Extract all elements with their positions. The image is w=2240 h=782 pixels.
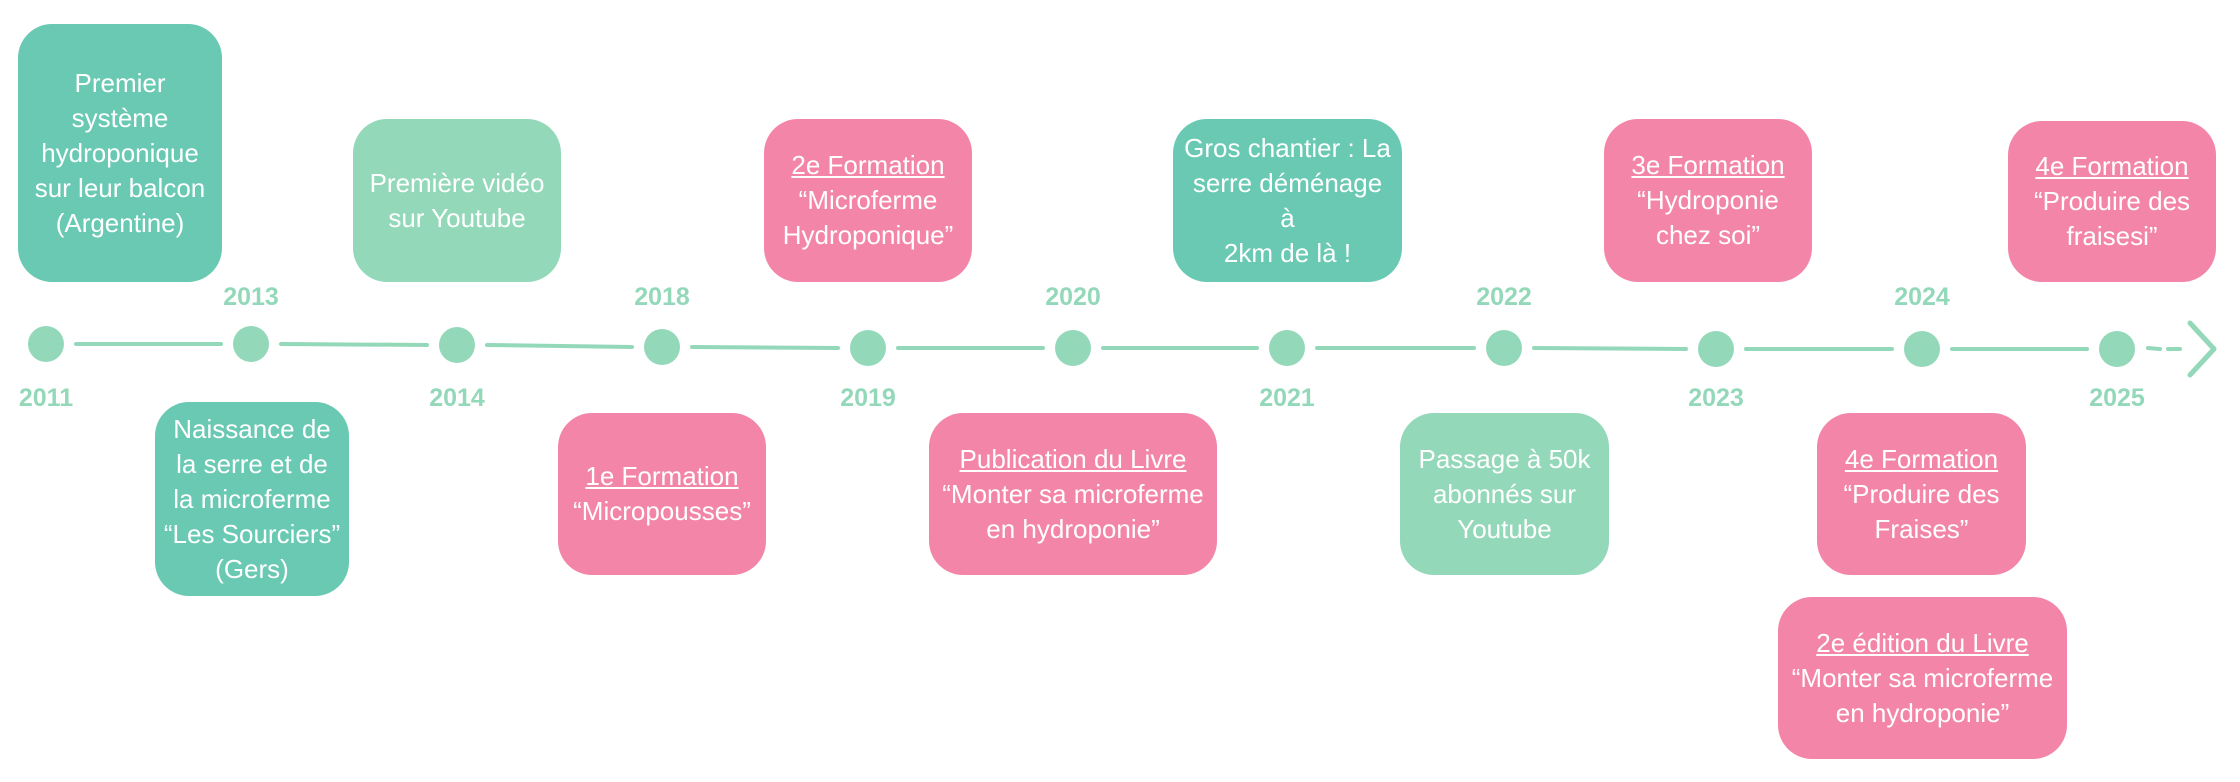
event-text: Hydroponique”: [782, 220, 954, 250]
timeline-node: [2099, 331, 2135, 367]
event-text: Passage à 50k: [1418, 443, 1591, 474]
event-text: chez soi”: [1655, 220, 1761, 250]
year-label: 2025: [2089, 384, 2145, 412]
year-label: 2024: [1894, 283, 1950, 311]
event-text: sur Youtube: [388, 202, 526, 233]
timeline-node: [1904, 331, 1940, 367]
year-label: 2013: [223, 283, 279, 311]
event-title: Publication du Livre: [959, 443, 1187, 474]
event-text: la serre et de: [176, 448, 328, 479]
arrow-head-icon: [2187, 320, 2217, 378]
event-text: “Produire des: [2033, 186, 2191, 216]
event-text: Première vidéo: [369, 167, 545, 198]
timeline-node: [1698, 331, 1734, 367]
timeline-segment: [485, 343, 634, 349]
event-text: sur leur balcon: [34, 172, 206, 203]
event-text: (Gers): [215, 553, 289, 584]
event-text: 2km de là !: [1223, 237, 1352, 268]
event-title: 4e Formation: [1844, 443, 1999, 474]
event-text: “Micropousses”: [573, 496, 751, 526]
year-label: 2022: [1476, 283, 1532, 311]
event-card-3e-formation: 3e Formation “Hydroponie chez soi”: [1604, 119, 1812, 282]
timeline-node: [439, 327, 475, 363]
event-title: 3e Formation: [1631, 150, 1785, 180]
timeline-segment: [279, 342, 429, 347]
event-card-passage-50k: Passage à 50k abonnés sur Youtube: [1400, 413, 1609, 575]
event-card-premier-systeme: Premier système hydroponique sur leur ba…: [18, 24, 222, 282]
event-title: 1e Formation: [585, 461, 739, 491]
event-card-2e-formation: 2e Formation “Microferme Hydroponique”: [764, 119, 972, 282]
event-text: en hydroponie”: [986, 513, 1160, 544]
timeline-node: [1486, 330, 1522, 366]
event-title: 2e Formation: [791, 150, 945, 180]
timeline-segment: [690, 345, 840, 350]
timeline-node: [28, 326, 64, 362]
timeline-node: [644, 329, 680, 365]
timeline-nodes: [28, 326, 2135, 367]
timeline-segment: [1532, 346, 1688, 351]
event-card-1e-formation: 1e Formation “Micropousses”: [558, 413, 766, 575]
event-card-gros-chantier: Gros chantier : La serre déménage à 2km …: [1173, 119, 1402, 282]
year-label: 2020: [1045, 283, 1101, 311]
event-title: 4e Formation: [2035, 151, 2189, 181]
year-label: 2019: [840, 384, 896, 412]
event-text: hydroponique: [41, 137, 199, 168]
event-text: Naissance de: [173, 413, 331, 444]
event-text: Fraises”: [1874, 513, 1969, 544]
event-card-4e-formation-top: 4e Formation “Produire des fraisesi”: [2008, 121, 2216, 282]
event-text: “Monter sa microferme: [942, 478, 1204, 509]
event-text: Youtube: [1457, 513, 1552, 544]
timeline-dash: [2146, 346, 2162, 351]
event-text: abonnés sur: [1432, 478, 1577, 509]
timeline-node: [233, 326, 269, 362]
year-label: 2023: [1688, 384, 1744, 412]
event-text: système: [71, 102, 169, 133]
timeline-segments: [74, 342, 2089, 351]
event-card-naissance-serre: Naissance de la serre et de la microferm…: [155, 402, 349, 596]
timeline-node: [1269, 330, 1305, 366]
event-text: “Les Sourciers”: [163, 518, 341, 549]
year-label: 2021: [1259, 384, 1315, 412]
event-text: Premier: [74, 67, 166, 98]
event-card-publication-livre: Publication du Livre “Monter sa microfer…: [929, 413, 1217, 575]
event-text: fraisesi”: [2066, 221, 2158, 251]
event-text: la microferme: [173, 483, 331, 514]
event-text: “Monter sa microferme: [1791, 662, 2054, 693]
event-text: “Hydroponie: [1637, 185, 1779, 215]
year-label: 2018: [634, 283, 690, 311]
event-card-premiere-video: Première vidéo sur Youtube: [353, 119, 561, 282]
event-title: 2e édition du Livre: [1816, 627, 2029, 658]
event-text: (Argentine): [55, 207, 185, 238]
timeline-node: [850, 330, 886, 366]
timeline-node: [1055, 330, 1091, 366]
event-text: Gros chantier : La: [1184, 132, 1391, 163]
event-card-2e-edition-livre: 2e édition du Livre “Monter sa microferm…: [1778, 597, 2067, 759]
year-label: 2011: [18, 384, 74, 412]
event-card-4e-formation-bottom: 4e Formation “Produire des Fraises”: [1817, 413, 2026, 575]
year-label: 2014: [429, 384, 485, 412]
event-text: en hydroponie”: [1835, 697, 2010, 728]
event-text: “Produire des: [1843, 478, 2000, 509]
event-text: “Microferme: [798, 185, 938, 215]
event-text: serre déménage à: [1192, 167, 1383, 233]
